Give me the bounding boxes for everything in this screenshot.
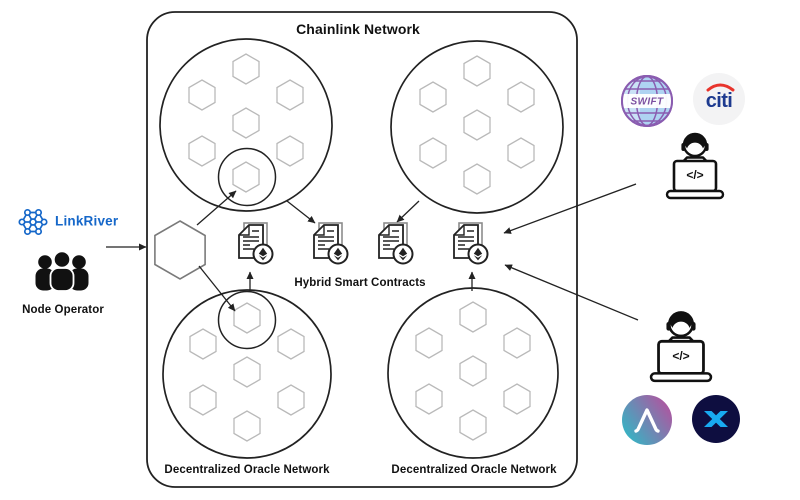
arrow-don1-to-contract2: [286, 200, 316, 224]
oracle-nodes-top-left: [188, 53, 304, 193]
network-nodes-icon: [18, 208, 48, 236]
smart-contract-doc-4: [454, 223, 488, 264]
hexagon-node-icon: [188, 79, 216, 111]
oracle-network-circle-top-right: [390, 40, 564, 214]
hexagon-node-icon: [277, 384, 305, 416]
swift-globe-logo: SWIFT: [621, 75, 673, 127]
hexagon-node-icon: [419, 137, 447, 169]
hexagon-node-icon: [507, 81, 535, 113]
hexagon-node-icon: [276, 79, 304, 111]
developer-laptop-icon-1: [665, 132, 725, 200]
hexagon-node-icon: [419, 81, 447, 113]
page-title: Chainlink Network: [296, 21, 420, 37]
arrow-don2-to-contract3: [396, 200, 420, 223]
hexagon-node-icon: [415, 327, 443, 359]
people-group-icon: [35, 250, 89, 292]
flow-arrows: [106, 183, 639, 321]
oracle-network-circle-top-left: [159, 38, 333, 212]
hexagon-node-icon: [188, 135, 216, 167]
node-operator-hexagon: [154, 220, 206, 280]
hexagon-node-icon: [233, 356, 261, 388]
oracle-nodes-bottom-left: [189, 302, 305, 442]
smart-contract-doc-1: [239, 223, 273, 264]
citi-logo: citi: [693, 73, 745, 125]
code-symbol-2: </>: [672, 349, 689, 363]
hexagon-node-icon: [232, 107, 260, 139]
hexagon-node-icon: [415, 383, 443, 415]
arrow-developer2-to-contract4: [504, 264, 639, 321]
hexagon-node-icon: [463, 55, 491, 87]
arrow-hexagon-to-top-node: [196, 190, 237, 226]
linkriver-brand-label: LinkRiver: [55, 213, 119, 229]
developer-laptop-icon-2: [649, 311, 713, 383]
highlighted-node-circle-top: [217, 147, 277, 207]
hexagon-node-icon: [463, 163, 491, 195]
arrow-developer1-to-contract4: [503, 183, 637, 234]
synthetix-logo: [692, 395, 740, 443]
hexagon-node-icon: [232, 53, 260, 85]
highlighted-node-circle-bottom: [217, 290, 277, 350]
hybrid-smart-contracts-label: Hybrid Smart Contracts: [294, 277, 426, 289]
hexagon-node-icon: [459, 409, 487, 441]
arrow-hexagon-to-bottom-node: [198, 265, 236, 312]
hexagon-node-icon: [233, 302, 261, 334]
oracle-network-circle-bottom-left: [162, 289, 332, 459]
code-symbol-1: </>: [686, 168, 703, 182]
hexagon-node-icon: [459, 355, 487, 387]
hexagon-node-icon: [459, 301, 487, 333]
hexagon-node-icon: [507, 137, 535, 169]
hexagon-node-icon: [189, 384, 217, 416]
hexagon-node-icon: [503, 383, 531, 415]
aave-a-glyph: [634, 408, 660, 433]
oracle-nodes-bottom-right: [415, 301, 531, 441]
hexagon-node-icon: [277, 328, 305, 360]
hexagon-node-icon: [276, 135, 304, 167]
hexagon-node-icon: [463, 109, 491, 141]
aave-logo: [622, 395, 672, 445]
chainlink-network-box: [146, 11, 578, 488]
citi-label: citi: [706, 90, 733, 112]
oracle-nodes-top-right: [419, 55, 535, 195]
smart-contract-doc-2: [314, 223, 348, 264]
don-label-right: Decentralized Oracle Network: [391, 464, 557, 476]
hexagon-node-icon: [503, 327, 531, 359]
hexagon-node-icon: [189, 328, 217, 360]
citi-red-arc: [706, 83, 735, 92]
hexagon-node-icon: [233, 410, 261, 442]
oracle-network-circle-bottom-right: [387, 287, 559, 459]
don-label-left: Decentralized Oracle Network: [164, 464, 330, 476]
node-operator-label: Node Operator: [22, 304, 104, 316]
hexagon-node-icon: [232, 161, 260, 193]
smart-contract-doc-3: [379, 223, 413, 264]
swift-label: SWIFT: [630, 97, 664, 108]
